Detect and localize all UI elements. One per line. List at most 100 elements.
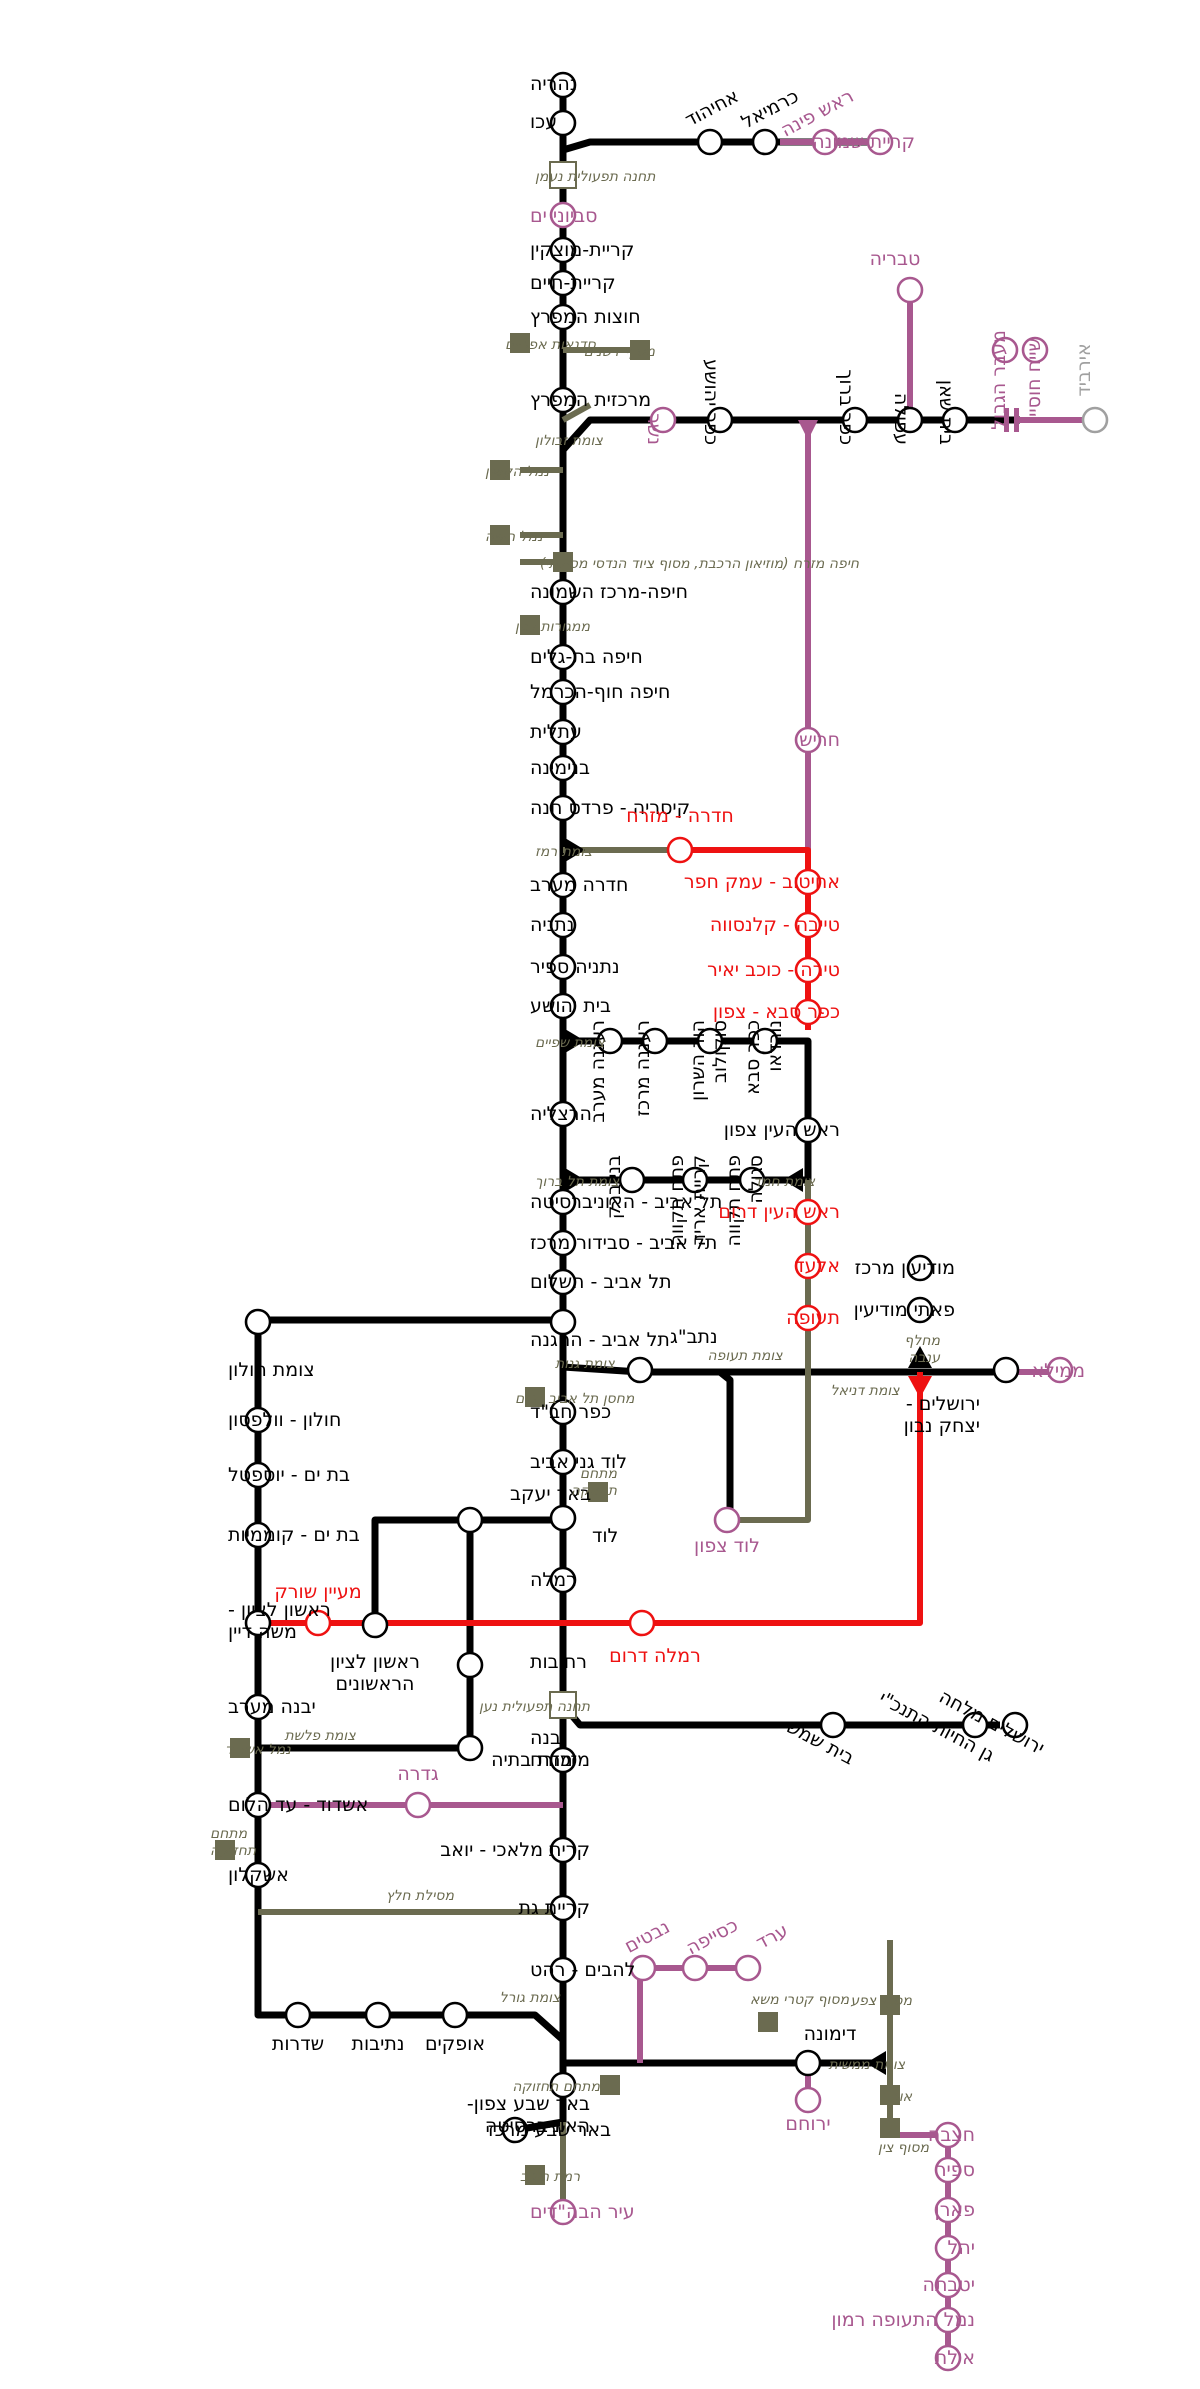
station-dimona[interactable] [794, 2049, 822, 2077]
station-bat-yam-yoseftal[interactable] [244, 1461, 272, 1489]
station-yahel[interactable] [934, 2234, 962, 2262]
station-tiberias[interactable] [896, 276, 924, 304]
station-paran[interactable] [934, 2196, 962, 2224]
station-ramla-darom[interactable] [628, 1609, 656, 1637]
station-jerusalem-malha[interactable] [1001, 1711, 1029, 1739]
station-beit-shean[interactable] [941, 406, 969, 434]
station-haifa-merkaz[interactable] [549, 578, 577, 606]
station-kfar-yehoshua[interactable] [706, 406, 734, 434]
station-rosh-haayin-tzafon[interactable] [794, 1116, 822, 1144]
station-lod-tzafon[interactable] [713, 1506, 741, 1534]
station-ahihud[interactable] [696, 128, 724, 156]
station-kiryat-shmona[interactable] [866, 128, 894, 156]
station-paatei-modiin[interactable] [906, 1296, 934, 1324]
station-harish[interactable] [794, 726, 822, 754]
station-jerusalem-navon[interactable] [992, 1356, 1020, 1384]
station-bnei-brak[interactable] [618, 1166, 646, 1194]
station-ramon-airport[interactable] [934, 2306, 962, 2334]
station-teufa[interactable] [794, 1304, 822, 1332]
station-beersheba-merkaz[interactable] [501, 2116, 529, 2144]
station-merkazit-hamifratz[interactable] [549, 386, 577, 414]
station-karmiel[interactable] [751, 128, 779, 156]
station-sapir[interactable] [934, 2156, 962, 2184]
station-kfar-habad[interactable] [549, 1398, 577, 1426]
station-ofakim[interactable] [441, 2001, 469, 2029]
station-mazkeret-batya[interactable] [549, 1746, 577, 1774]
station-mamila[interactable] [1046, 1356, 1074, 1384]
station-ir-habahadim[interactable] [549, 2198, 577, 2226]
station-holon-wolfson[interactable] [244, 1406, 272, 1434]
station-holon-junction[interactable] [244, 1308, 272, 1336]
station-sderot[interactable] [284, 2001, 312, 2029]
station-bat-yam-komemiyut[interactable] [244, 1521, 272, 1549]
station-ashkelon[interactable] [244, 1861, 272, 1889]
station-ma-avar-hagvul[interactable] [991, 336, 1019, 364]
station-nesher[interactable] [649, 406, 677, 434]
station-kfar-saba-tzafon[interactable] [794, 998, 822, 1026]
station-rishon-harishonim[interactable] [361, 1611, 389, 1639]
station-haifa-hof-hacarmel[interactable] [549, 678, 577, 706]
station-rehovot[interactable] [456, 1651, 484, 1679]
station-kiryat-haim[interactable] [549, 269, 577, 297]
station-ashdod[interactable] [244, 1791, 272, 1819]
station-atlit[interactable] [549, 718, 577, 746]
station-lehavim[interactable] [549, 1956, 577, 1984]
station-rosh-pina[interactable] [811, 128, 839, 156]
station-netanya[interactable] [549, 911, 577, 939]
station-caesarea[interactable] [549, 794, 577, 822]
station-maayan-sorek[interactable] [304, 1609, 332, 1637]
station-kiryat-malachi[interactable] [549, 1836, 577, 1864]
station-pt-kiryat-arye[interactable] [681, 1166, 709, 1194]
station-yotvata[interactable] [934, 2271, 962, 2299]
station-ta-university[interactable] [549, 1188, 577, 1216]
station-binyamina[interactable] [549, 754, 577, 782]
station-hutzot-hamifratz[interactable] [549, 303, 577, 331]
station-tira[interactable] [794, 956, 822, 984]
station-modiin-merkaz[interactable] [906, 1254, 934, 1282]
station-lod-ganei-aviv[interactable] [549, 1448, 577, 1476]
station-lod[interactable] [549, 1504, 577, 1532]
station-kiryat-motzkin[interactable] [549, 236, 577, 264]
station-eilat[interactable] [934, 2344, 962, 2372]
station-hadera-mizrah[interactable] [666, 836, 694, 864]
station-herzliya[interactable] [549, 1100, 577, 1128]
station-savyon-yam[interactable] [549, 201, 577, 229]
station-kfar-baruch[interactable] [841, 406, 869, 434]
station-arad[interactable] [734, 1954, 762, 1982]
station-yavne-mizrah[interactable] [456, 1734, 484, 1762]
station-raanana-maarav[interactable] [596, 1027, 624, 1055]
station-pt-segula[interactable] [738, 1166, 766, 1194]
station-rosh-haayin-darom[interactable] [794, 1198, 822, 1226]
station-irbid[interactable] [1081, 406, 1109, 434]
station-netivot[interactable] [364, 2001, 392, 2029]
station-afula[interactable] [896, 406, 924, 434]
station-gan-hahayot[interactable] [961, 1711, 989, 1739]
station-kfar-saba-nordau[interactable] [751, 1027, 779, 1055]
station-elad[interactable] [794, 1252, 822, 1280]
station-beersheba-tzafon[interactable] [549, 2071, 577, 2099]
station-natbag[interactable] [626, 1356, 654, 1384]
station-nevatim[interactable] [629, 1954, 657, 1982]
station-beit-yehoshua[interactable] [549, 992, 577, 1020]
station-ta-hashalom[interactable] [549, 1268, 577, 1296]
station-ta-hahagana[interactable] [549, 1308, 577, 1336]
station-raanana-merkaz[interactable] [641, 1027, 669, 1055]
station-hatzeva[interactable] [934, 2121, 962, 2149]
station-yavne-maarav[interactable] [244, 1693, 272, 1721]
station-tayibe[interactable] [794, 911, 822, 939]
station-netanya-sapir[interactable] [549, 953, 577, 981]
station-beit-shemesh[interactable] [819, 1711, 847, 1739]
station-ahituv[interactable] [794, 868, 822, 896]
station-beer-yaakov[interactable] [456, 1506, 484, 1534]
station-kiryat-gat[interactable] [549, 1894, 577, 1922]
station-akko[interactable] [549, 109, 577, 137]
station-haifa-bat-galim[interactable] [549, 643, 577, 671]
station-ta-savidor[interactable] [549, 1229, 577, 1257]
station-rishon-moshe-dayan[interactable] [244, 1609, 272, 1637]
station-hod-hasharon[interactable] [696, 1027, 724, 1055]
station-hadera-maarav[interactable] [549, 871, 577, 899]
station-nahariya[interactable] [549, 71, 577, 99]
station-sheikh-hussein[interactable] [1021, 336, 1049, 364]
station-yeruham[interactable] [794, 2086, 822, 2114]
station-gedera[interactable] [404, 1791, 432, 1819]
